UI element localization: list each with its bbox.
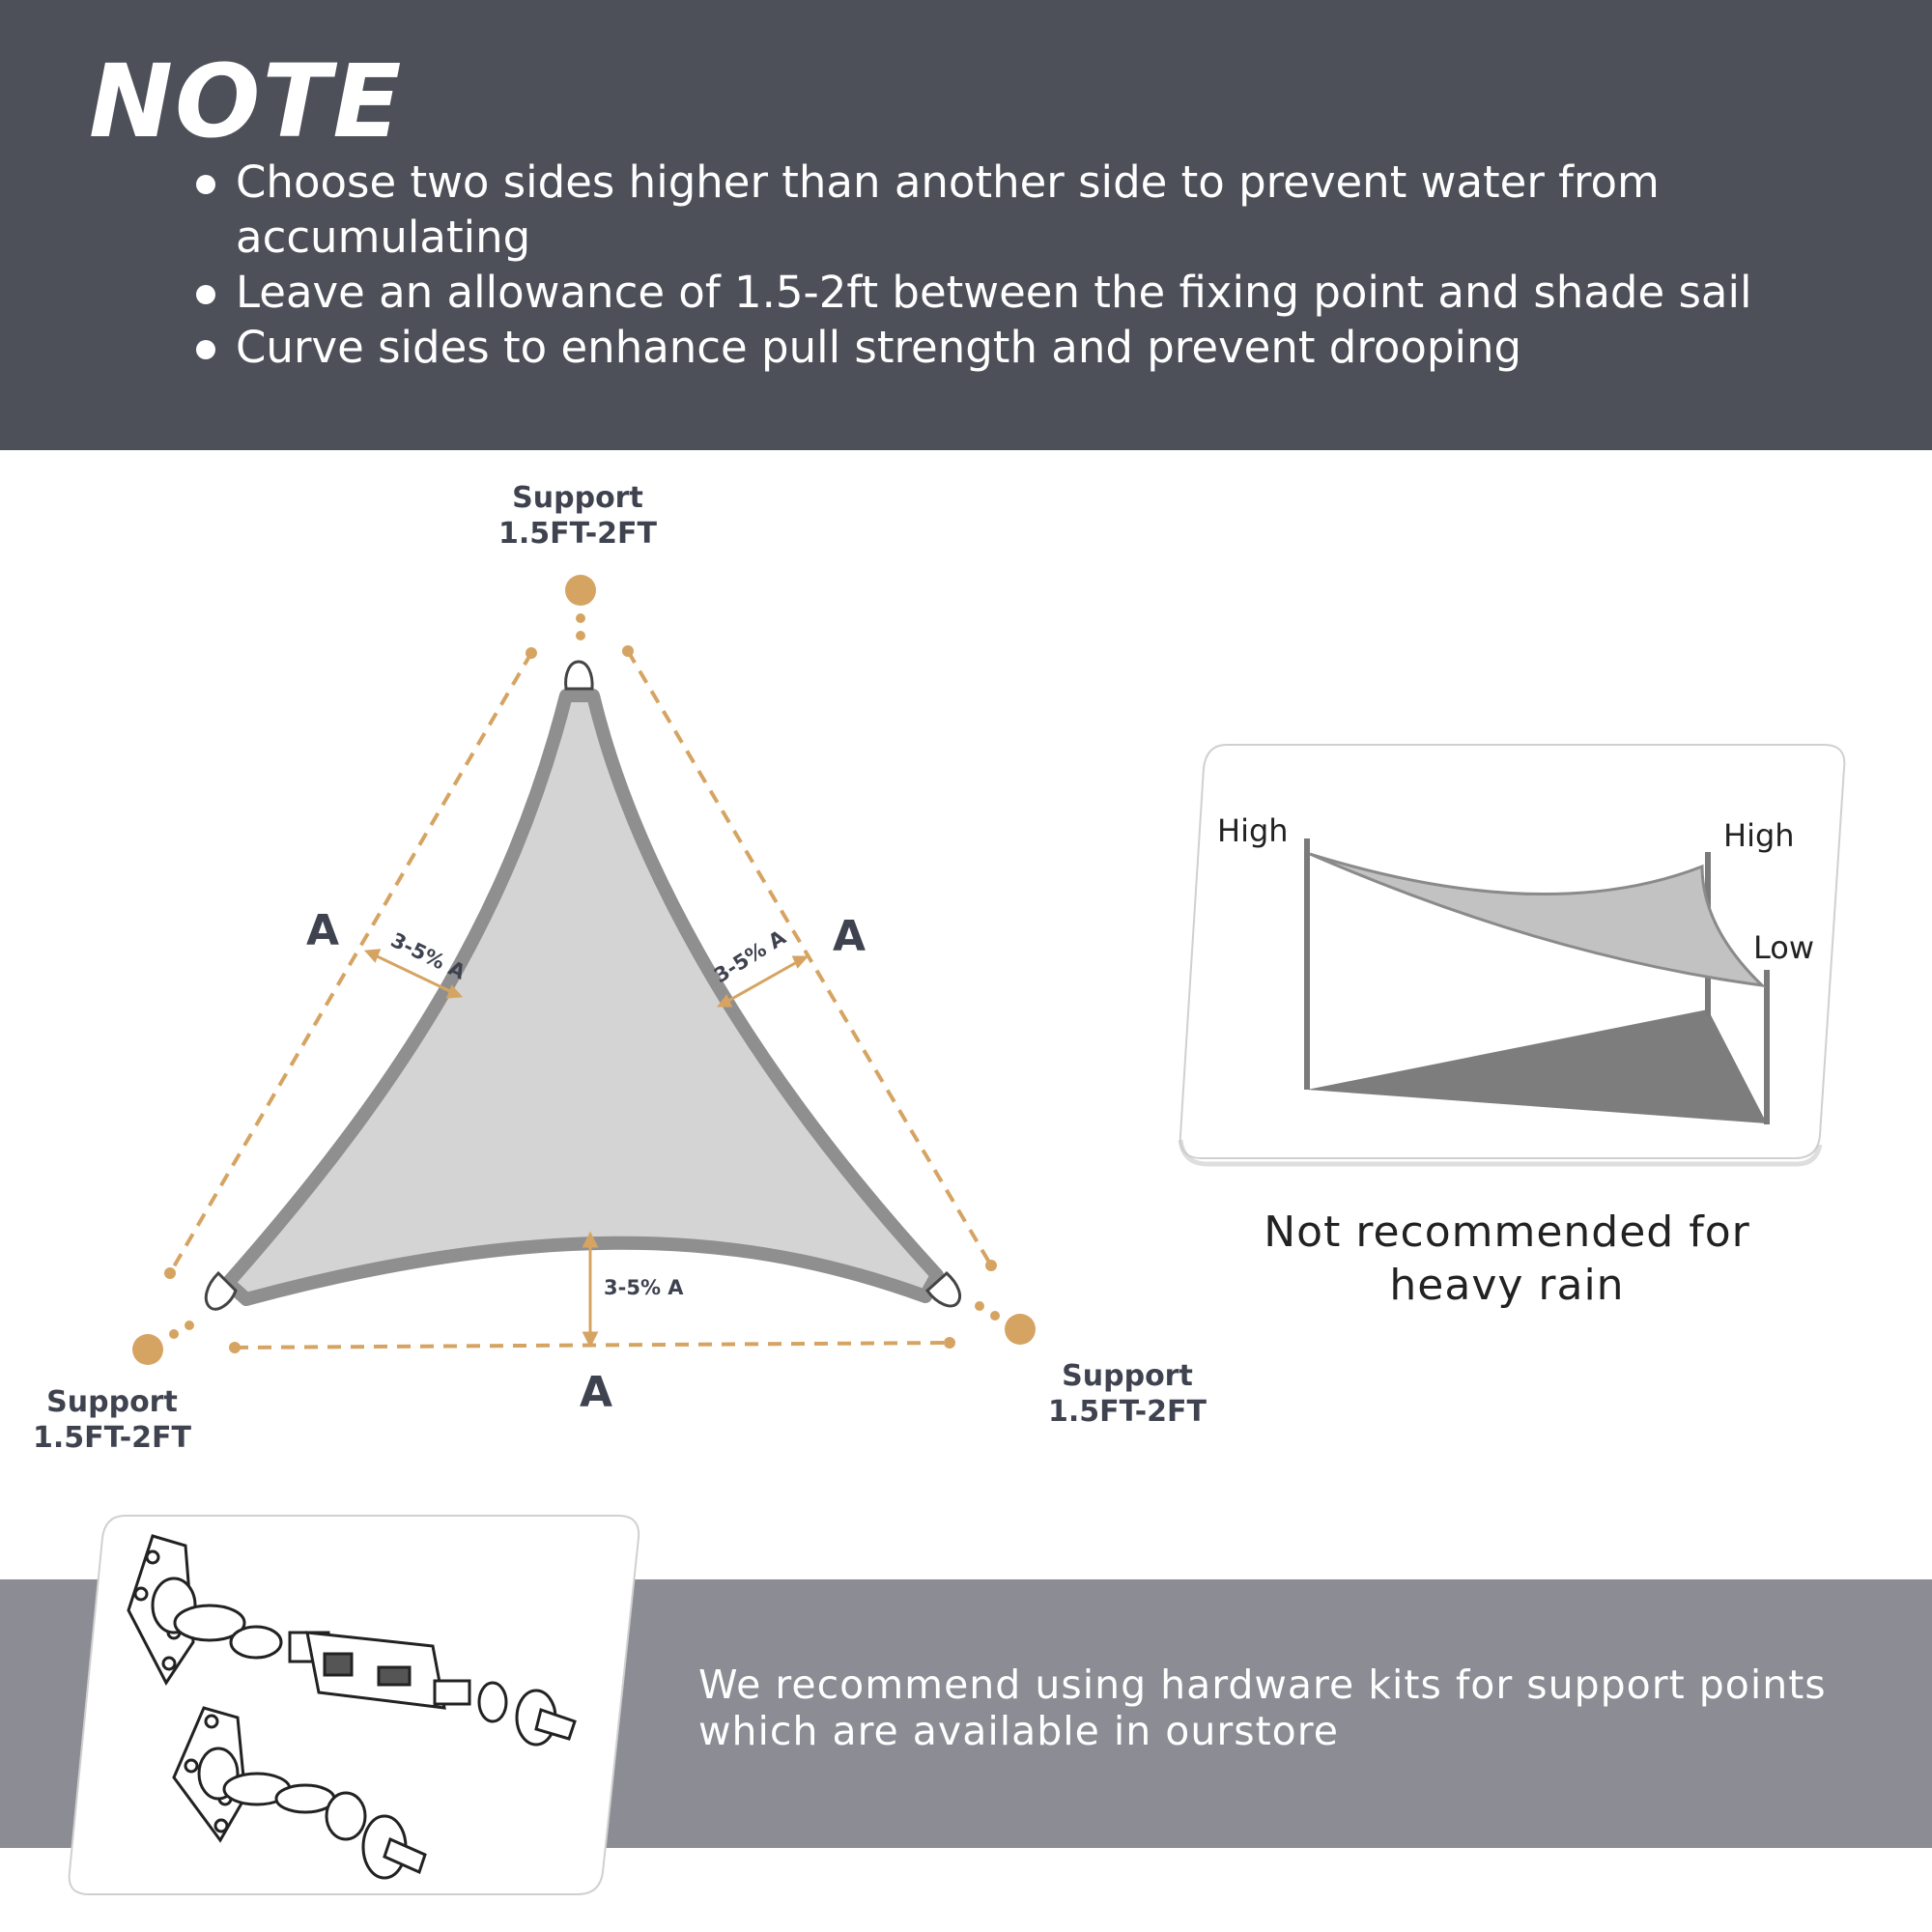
shade-sail	[221, 689, 944, 1306]
side-label-bottom: A	[580, 1368, 612, 1417]
bullet-dot-icon	[196, 285, 215, 304]
guide-line-left	[168, 651, 533, 1275]
sloped-sail	[1309, 852, 1767, 988]
label-high-left: High	[1217, 812, 1289, 849]
curve-label-right: 3-5% A	[710, 925, 790, 987]
sail-shadow	[1307, 1009, 1767, 1123]
note-bullet: Choose two sides higher than another sid…	[191, 155, 1833, 265]
svg-text:1.5FT-2FT: 1.5FT-2FT	[33, 1421, 192, 1455]
label-low: Low	[1753, 929, 1814, 966]
turnbuckle-kit-icon	[127, 1534, 577, 1747]
rain-caption: Not recommended for heavy rain	[1264, 1208, 1750, 1310]
guide-end-dots	[164, 645, 997, 1353]
side-label-right: A	[833, 912, 866, 961]
d-ring-icon	[204, 1270, 238, 1311]
d-ring-icon	[564, 660, 594, 691]
support-point-left	[132, 1321, 194, 1365]
svg-text:Support: Support	[46, 1385, 178, 1419]
support-point-right	[975, 1301, 1036, 1345]
support-label-right: Support 1.5FT-2FT	[1048, 1359, 1208, 1429]
hardware-card	[68, 1515, 640, 1895]
note-bullet-list: Choose two sides higher than another sid…	[191, 155, 1833, 375]
post-low	[1764, 970, 1770, 1124]
rain-panel-card: High High Low	[1178, 744, 1846, 1167]
guide-line-bottom	[234, 1341, 951, 1350]
post-high-left	[1304, 838, 1310, 1090]
svg-text:1.5FT-2FT: 1.5FT-2FT	[498, 517, 658, 551]
support-point-top	[565, 575, 596, 640]
svg-text:Support: Support	[1062, 1359, 1193, 1393]
curve-label-bottom: 3-5% A	[604, 1276, 684, 1299]
d-ring-icon	[925, 1270, 961, 1308]
svg-text:1.5FT-2FT: 1.5FT-2FT	[1048, 1395, 1208, 1429]
note-title: NOTE	[89, 43, 404, 160]
svg-text:Support: Support	[512, 481, 643, 515]
side-label-left: A	[306, 906, 339, 955]
note-bullet: Leave an allowance of 1.5-2ft between th…	[191, 265, 1833, 320]
note-header: NOTE Choose two sides higher than anothe…	[0, 0, 1932, 450]
support-dot-icon	[1005, 1314, 1036, 1345]
curve-depth-arrows	[363, 949, 810, 1349]
bullet-dot-icon	[196, 340, 215, 359]
guide-line-right	[626, 649, 993, 1267]
bullet-dot-icon	[196, 175, 215, 194]
support-dot-icon	[565, 575, 596, 606]
support-dot-icon	[132, 1334, 163, 1365]
hardware-recommendation-text: We recommend using hardware kits for sup…	[698, 1662, 1827, 1754]
support-label-left: Support 1.5FT-2FT	[33, 1385, 192, 1455]
support-label-top: Support 1.5FT-2FT	[498, 481, 658, 551]
chain-kit-icon	[172, 1706, 427, 1880]
label-high-right: High	[1723, 817, 1795, 854]
note-bullet: Curve sides to enhance pull strength and…	[191, 320, 1833, 375]
support-guide-lines	[168, 649, 993, 1350]
